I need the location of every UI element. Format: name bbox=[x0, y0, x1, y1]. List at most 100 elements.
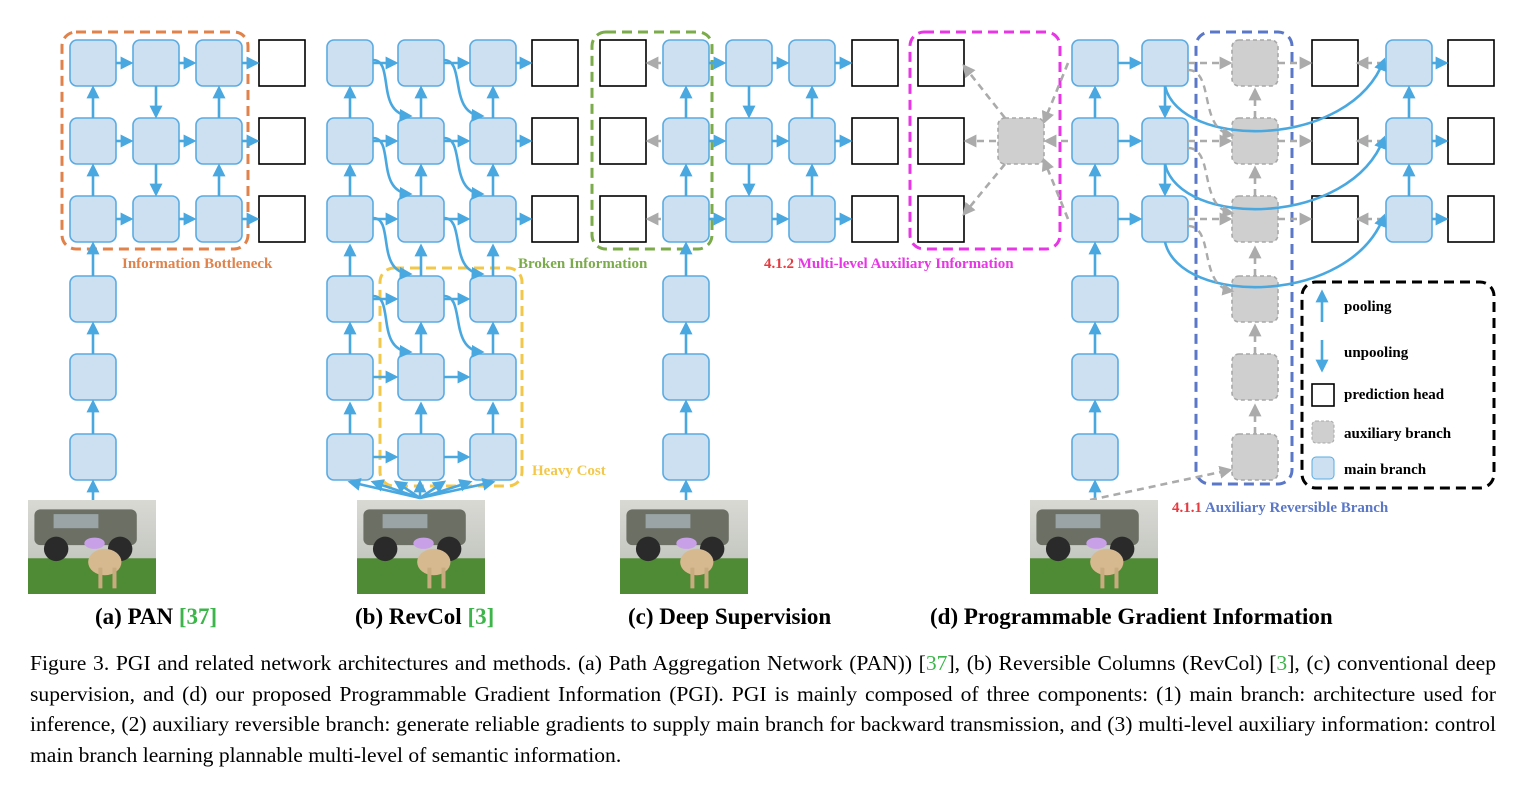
main-branch-block bbox=[1071, 39, 1119, 87]
prediction-head bbox=[917, 195, 965, 243]
dog-photo bbox=[1030, 500, 1158, 594]
main-branch-block bbox=[326, 353, 374, 401]
panel-a-name: PAN bbox=[127, 604, 174, 629]
prediction-head bbox=[1447, 39, 1495, 87]
aux-flow-curve bbox=[1187, 224, 1235, 296]
main-branch-block bbox=[662, 275, 710, 323]
aux-flow-arrow bbox=[1041, 157, 1070, 220]
main-branch-block bbox=[132, 117, 180, 165]
main-branch-block bbox=[69, 275, 117, 323]
caption-prefix: Figure 3. PGI and related network archit… bbox=[30, 651, 926, 675]
dog-photo bbox=[620, 500, 748, 594]
prediction-head bbox=[1311, 195, 1359, 243]
main-branch-block bbox=[662, 39, 710, 87]
prediction-head bbox=[531, 117, 579, 165]
main-branch-block bbox=[469, 195, 517, 243]
mlai-label: 4.1.2 Multi-level Auxiliary Information bbox=[764, 256, 1014, 272]
flow-curve bbox=[372, 216, 413, 280]
photo-jeep-window bbox=[645, 514, 691, 529]
legend-pooling-label: pooling bbox=[1344, 299, 1392, 315]
main-branch-block bbox=[69, 353, 117, 401]
aux-flow-curve bbox=[1187, 68, 1235, 140]
prediction-head bbox=[917, 117, 965, 165]
caption-ref-37[interactable]: 37 bbox=[925, 651, 948, 675]
prediction-head bbox=[531, 195, 579, 243]
photo-dog-leg bbox=[112, 567, 117, 589]
legend-main-swatch bbox=[1311, 456, 1335, 480]
legend-aux-swatch bbox=[1311, 420, 1335, 444]
main-branch-block bbox=[1071, 353, 1119, 401]
panel-a-letter: (a) bbox=[95, 604, 122, 629]
panel-a-ref[interactable]: [37] bbox=[178, 604, 218, 629]
main-branch-block bbox=[725, 39, 773, 87]
flow-curve bbox=[443, 294, 485, 358]
photo-frisbee bbox=[676, 537, 697, 549]
main-branch-block bbox=[788, 117, 836, 165]
main-branch-block bbox=[397, 275, 445, 323]
legend-box bbox=[1300, 280, 1496, 490]
caption-rest: ], (c) conventional deep supervision, an… bbox=[30, 651, 1497, 767]
aux-flow-arrow bbox=[1041, 62, 1070, 125]
panel-d-name: Programmable Gradient Information bbox=[963, 604, 1333, 629]
main-branch-block bbox=[195, 117, 243, 165]
main-branch-block bbox=[662, 117, 710, 165]
legend-main-branch-label: main branch bbox=[1344, 462, 1427, 478]
flow-curve bbox=[1163, 135, 1387, 211]
figure-caption: Figure 3. PGI and related network archit… bbox=[30, 648, 1496, 770]
prediction-head bbox=[917, 39, 965, 87]
main-branch-block bbox=[195, 195, 243, 243]
main-branch-block bbox=[662, 433, 710, 481]
auxiliary-branch-block bbox=[1231, 195, 1279, 243]
photo-dog-leg bbox=[1100, 567, 1105, 589]
prediction-head bbox=[599, 117, 647, 165]
panel-b-label: (b) RevCol [3] bbox=[355, 604, 494, 630]
panel-d-label: (d) Programmable Gradient Information bbox=[930, 604, 1333, 630]
flow-curve bbox=[372, 58, 413, 122]
dog-photo bbox=[28, 500, 156, 594]
main-branch-block bbox=[69, 195, 117, 243]
photo-frisbee bbox=[1086, 537, 1107, 549]
auxiliary-branch-block bbox=[1231, 275, 1279, 323]
photo-dog-leg bbox=[441, 567, 446, 589]
main-branch-block bbox=[1141, 117, 1189, 165]
main-branch-block bbox=[725, 195, 773, 243]
main-branch-block bbox=[326, 433, 374, 481]
photo-wheel bbox=[43, 536, 69, 562]
flow-curve bbox=[1163, 213, 1387, 289]
flow-curve bbox=[443, 216, 485, 280]
photo-dog-leg bbox=[427, 567, 432, 589]
main-branch-block bbox=[195, 39, 243, 87]
multi-level-aux-info-box bbox=[908, 30, 1062, 251]
photo-dog-leg bbox=[1114, 567, 1119, 589]
main-branch-block bbox=[326, 195, 374, 243]
prediction-head bbox=[531, 39, 579, 87]
prediction-head bbox=[851, 117, 899, 165]
main-branch-block bbox=[469, 353, 517, 401]
flow-curve bbox=[1163, 57, 1387, 133]
main-branch-block bbox=[1385, 195, 1433, 243]
aux-flow-curve bbox=[1187, 146, 1235, 218]
main-branch-block bbox=[469, 117, 517, 165]
panel-c-name: Deep Supervision bbox=[659, 604, 832, 629]
prediction-head bbox=[851, 195, 899, 243]
main-branch-block bbox=[69, 433, 117, 481]
main-branch-block bbox=[725, 117, 773, 165]
prediction-head bbox=[1311, 39, 1359, 87]
panel-d-letter: (d) bbox=[930, 604, 959, 629]
prediction-head bbox=[1447, 117, 1495, 165]
main-branch-block bbox=[326, 117, 374, 165]
prediction-head bbox=[1311, 117, 1359, 165]
panel-b-letter: (b) bbox=[355, 604, 384, 629]
panel-b-name: RevCol bbox=[388, 604, 462, 629]
main-branch-block bbox=[397, 39, 445, 87]
caption-ref-3[interactable]: 3 bbox=[1276, 651, 1288, 675]
legend-prediction-head-label: prediction head bbox=[1344, 387, 1445, 403]
panel-b-ref[interactable]: [3] bbox=[467, 604, 495, 629]
main-branch-block bbox=[397, 353, 445, 401]
prediction-head bbox=[599, 39, 647, 87]
main-branch-block bbox=[788, 39, 836, 87]
main-branch-block bbox=[1071, 195, 1119, 243]
main-branch-block bbox=[662, 353, 710, 401]
flow-curve bbox=[443, 58, 485, 122]
